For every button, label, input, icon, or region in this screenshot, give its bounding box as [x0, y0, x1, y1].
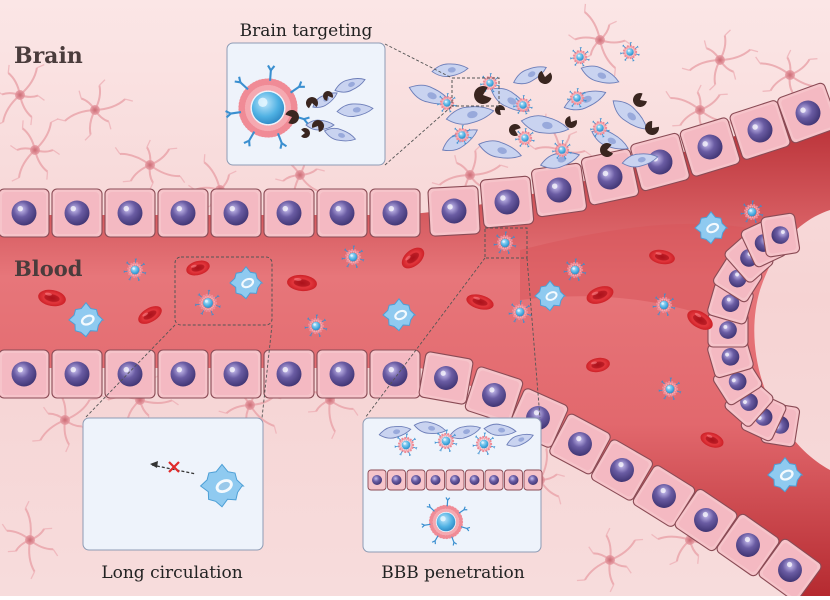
endothelial-cell	[760, 213, 800, 258]
blood-label: Blood	[14, 256, 83, 281]
endothelial-cell	[466, 470, 484, 490]
endothelial-cell	[264, 189, 314, 237]
brain-label: Brain	[14, 43, 83, 69]
endothelial-cell	[317, 189, 367, 237]
endothelial-cell	[368, 470, 386, 490]
long-circulation-label: Long circulation	[101, 563, 242, 583]
endothelial-cell	[317, 350, 367, 398]
endothelial-cell	[428, 186, 480, 237]
endothelial-cell	[211, 350, 261, 398]
endothelial-cell	[531, 163, 587, 217]
endothelial-cell	[0, 350, 49, 398]
endothelial-cell	[480, 176, 534, 228]
endothelial-cell	[264, 350, 314, 398]
endothelial-cell	[388, 470, 406, 490]
endothelial-cell	[446, 470, 464, 490]
endothelial-cell	[158, 350, 208, 398]
endothelial-cell	[105, 189, 155, 237]
endothelial-cell	[418, 351, 473, 405]
brain-targeting-label: Brain targeting	[240, 21, 373, 41]
endothelial-cell	[52, 350, 102, 398]
endothelial-cell	[211, 189, 261, 237]
endothelial-cell	[427, 470, 445, 490]
bbb-penetration-label: BBB penetration	[381, 563, 524, 583]
endothelial-cell	[407, 470, 425, 490]
endothelial-cell	[158, 189, 208, 237]
endothelial-cell	[105, 350, 155, 398]
endothelial-cell	[524, 470, 542, 490]
endothelial-cell	[505, 470, 523, 490]
endothelial-cell	[0, 189, 49, 237]
endothelial-cell	[370, 189, 420, 237]
endothelial-cell	[52, 189, 102, 237]
endothelial-cell	[485, 470, 503, 490]
endothelial-cell	[370, 350, 420, 398]
